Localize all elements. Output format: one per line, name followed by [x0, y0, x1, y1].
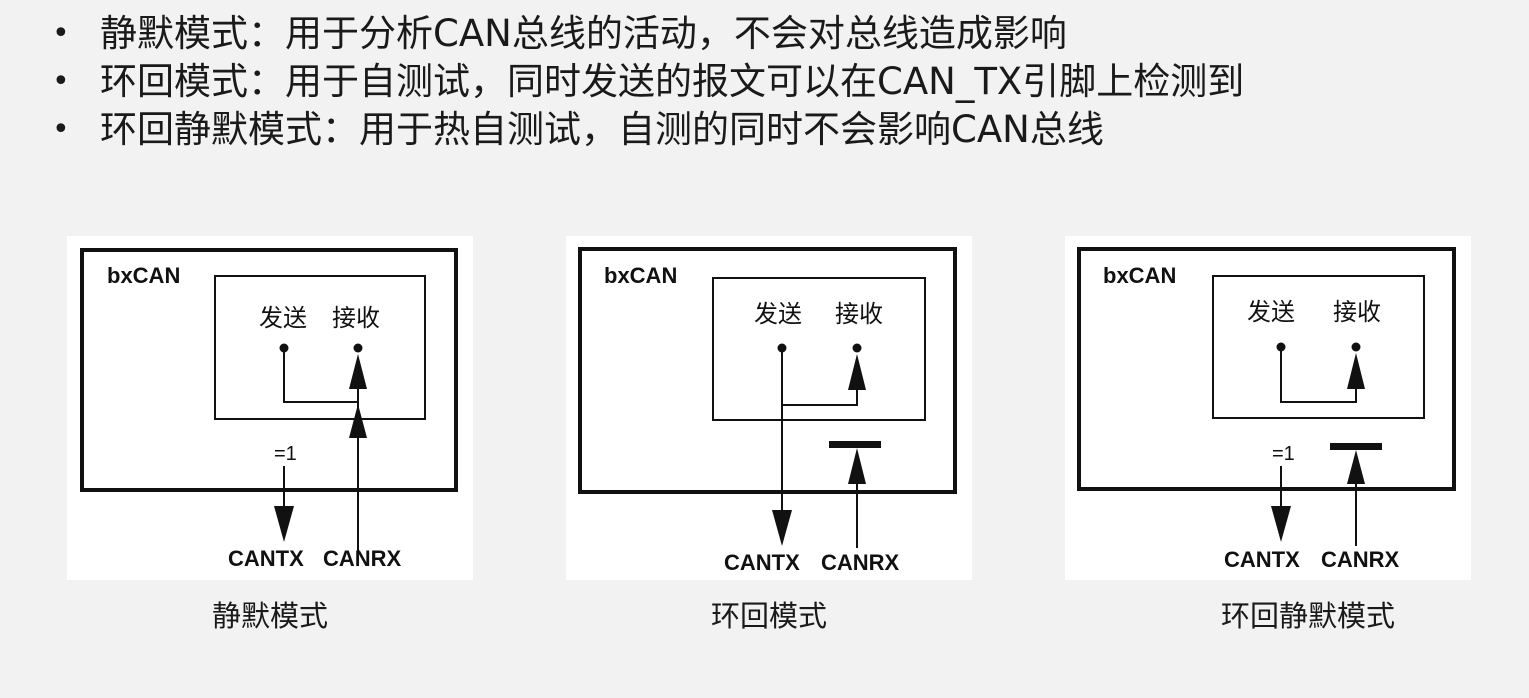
receive-node-dot [353, 343, 363, 353]
transmit-label: 发送 [259, 304, 307, 332]
transmit-arrowhead [274, 506, 294, 542]
transmit-label: 发送 [754, 300, 802, 328]
bullet-silent-mode: • 静默模式：用于分析CAN总线的活动，不会对总线造成影响 [52, 10, 1244, 58]
cantx-pin-label: CANTX [228, 546, 304, 571]
canrx-arrowhead [1347, 450, 1365, 484]
receive-arrowhead [848, 354, 866, 390]
core-inner-box [1212, 275, 1425, 419]
loopback-wire [283, 348, 358, 403]
diagram-loopback-silent-svg: bxCAN 发送 接收 =1 CANTX CANRX [1077, 247, 1456, 572]
loopback-wire [1280, 347, 1357, 403]
receive-blocked-bar [829, 441, 881, 448]
canrx-pin-label: CANRX [821, 550, 900, 575]
core-inner-box [214, 275, 426, 420]
bullet-loopback-mode: • 环回模式：用于自测试，同时发送的报文可以在CAN_TX引脚上检测到 [52, 58, 1244, 106]
cantx-pin-label: CANTX [724, 550, 800, 575]
receive-label: 接收 [1333, 298, 1381, 326]
canrx-arrowhead [848, 448, 866, 484]
bxcan-outer-box [80, 248, 458, 492]
bullet-loopback-silent-mode: • 环回静默模式：用于热自测试，自测的同时不会影响CAN总线 [52, 106, 1244, 154]
core-inner-box [712, 277, 926, 421]
bxcan-label: bxCAN [1103, 263, 1176, 288]
canrx-pin-label: CANRX [1321, 547, 1400, 572]
recessive-level-label: =1 [274, 443, 297, 465]
receive-node-dot [1351, 342, 1361, 352]
receive-arrowhead-lower [349, 404, 367, 438]
diagram-loopback-svg: bxCAN 发送 接收 CANTX CANRX [578, 247, 957, 575]
bxcan-outer-box [578, 247, 957, 494]
receive-node-dot [852, 343, 862, 353]
bxcan-outer-box [1077, 247, 1456, 491]
receive-arrowhead-upper [349, 354, 367, 389]
caption-silent-mode: 静默模式 [211, 599, 328, 633]
loopback-wire [782, 384, 858, 406]
receive-arrowhead [1347, 353, 1365, 389]
caption-loopback-mode: 环回模式 [710, 599, 827, 633]
bullet-text: 环回静默模式：用于热自测试，自测的同时不会影响CAN总线 [100, 108, 1104, 151]
caption-loopback-silent-mode: 环回静默模式 [1220, 599, 1395, 633]
transmit-arrowhead [772, 510, 792, 546]
bullet-dot: • [52, 112, 70, 147]
receive-label: 接收 [332, 304, 380, 332]
recessive-level-label: =1 [1272, 443, 1295, 465]
bxcan-label: bxCAN [604, 263, 677, 288]
bullet-text: 静默模式：用于分析CAN总线的活动，不会对总线造成影响 [100, 12, 1067, 55]
bullet-text: 环回模式：用于自测试，同时发送的报文可以在CAN_TX引脚上检测到 [100, 60, 1245, 103]
transmit-arrowhead [1271, 506, 1291, 542]
bullet-dot: • [52, 64, 70, 99]
diagram-silent-svg: bxCAN 发送 接收 =1 CANTX CANRX [80, 248, 458, 571]
bullet-dot: • [52, 16, 70, 51]
bxcan-label: bxCAN [107, 263, 180, 288]
diagram-loopback-silent-mode: bxCAN 发送 接收 =1 CANTX CANRX [1065, 236, 1471, 580]
mode-bullet-list: • 静默模式：用于分析CAN总线的活动，不会对总线造成影响 • 环回模式：用于自… [52, 10, 1244, 154]
diagram-loopback-mode: bxCAN 发送 接收 CANTX CANRX [566, 236, 972, 580]
transmit-label: 发送 [1247, 298, 1295, 326]
receive-label: 接收 [835, 300, 883, 328]
receive-blocked-bar [1330, 443, 1382, 450]
cantx-pin-label: CANTX [1224, 547, 1300, 572]
diagram-silent-mode: bxCAN 发送 接收 =1 CANTX CANRX [67, 236, 473, 580]
canrx-pin-label: CANRX [323, 546, 402, 571]
